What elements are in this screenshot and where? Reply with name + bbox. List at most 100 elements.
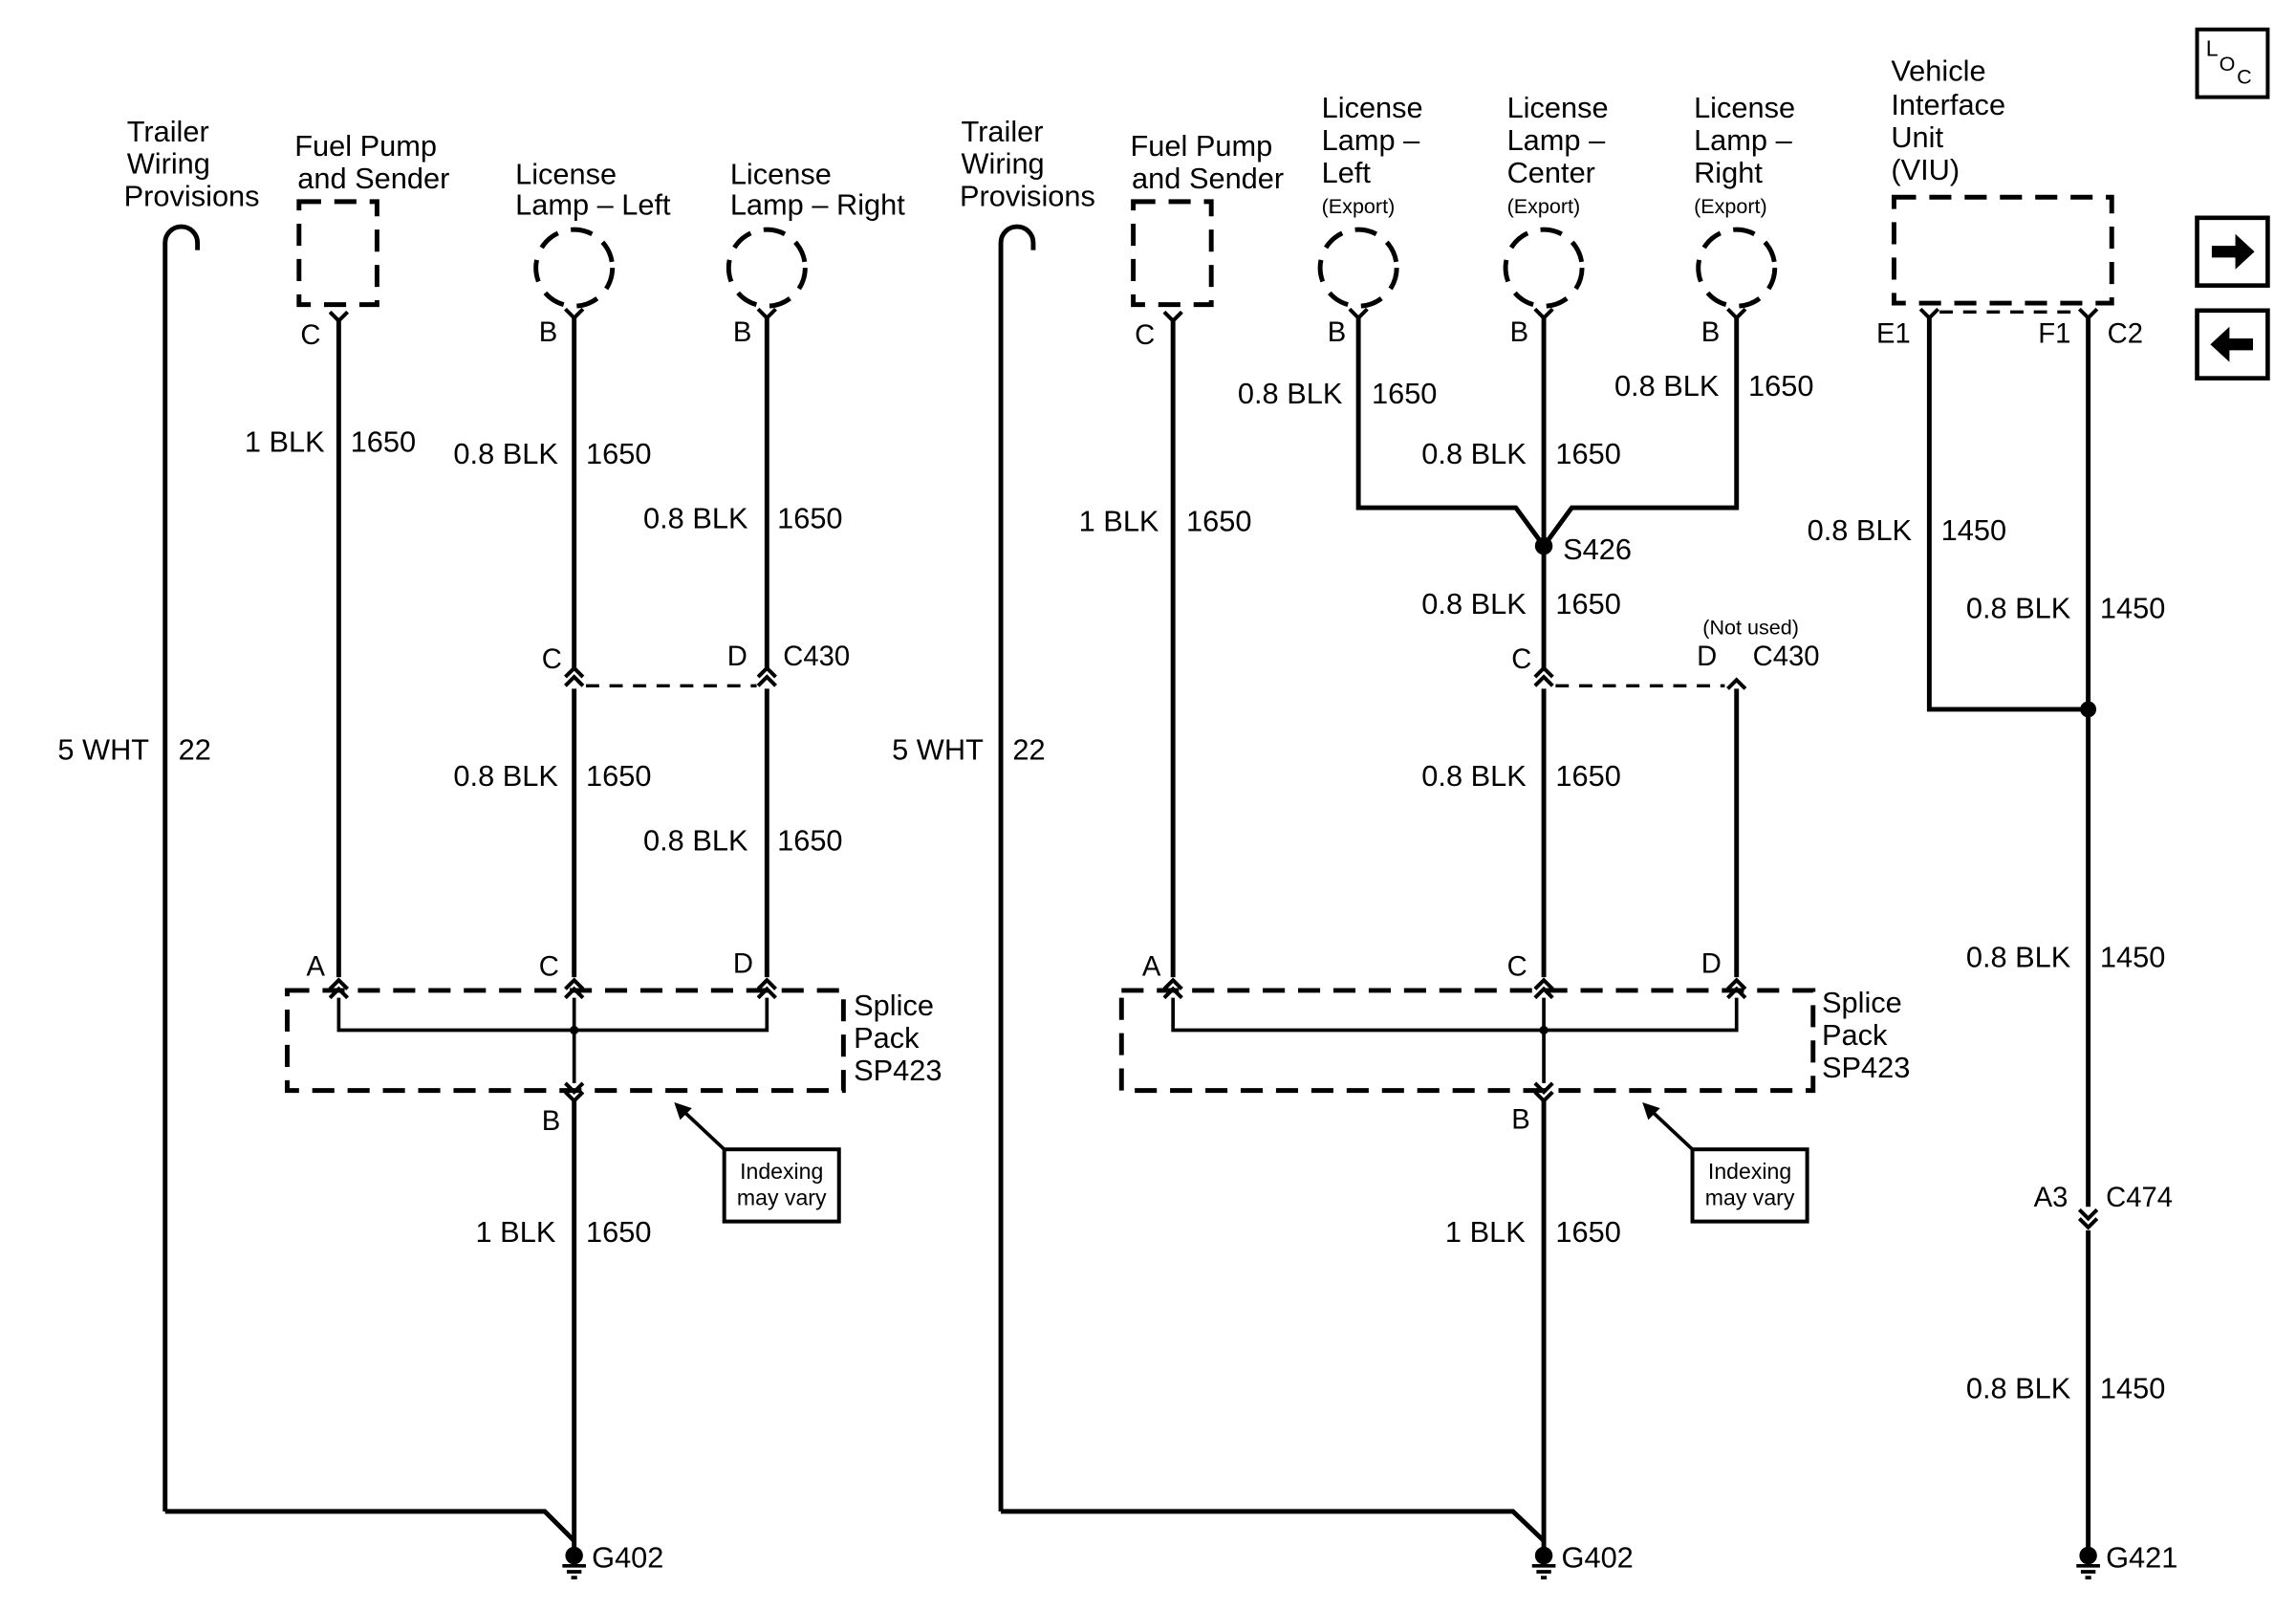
middle-panel: Trailer Wiring Provisions Fuel Pump and … (892, 91, 1910, 1579)
wire-size: 0.8 BLK (1421, 587, 1527, 620)
vehicle-interface-unit (1891, 194, 2114, 306)
splice-label-2: Pack (854, 1021, 920, 1055)
connector-label-c430: C430 (783, 642, 850, 672)
pin-label: D (727, 642, 747, 672)
wire-circuit: 1450 (1941, 513, 2006, 547)
trailer-wiring-label-2: Wiring (127, 147, 210, 181)
viu-label-2: Interface (1891, 88, 2005, 121)
c430-pin-d (1726, 677, 1747, 690)
wire-size: 5 WHT (892, 732, 984, 766)
splice-pin-c (1533, 977, 1554, 1000)
fuel-pump-component (1131, 199, 1214, 308)
wire-size: 0.8 BLK (643, 824, 748, 858)
wire-circuit: 1650 (586, 1215, 651, 1249)
splice-bus (336, 997, 769, 1083)
splice-label-3: SP423 (854, 1054, 942, 1087)
not-used-label: (Not used) (1702, 615, 1799, 639)
wire-size: 0.8 BLK (453, 437, 558, 470)
pin-label: C (1511, 644, 1531, 675)
splice-pin-d (756, 977, 777, 1000)
left-arrow-icon (2210, 326, 2254, 362)
wire-circuit: 1650 (351, 425, 416, 459)
wire-circuit: 22 (1012, 732, 1045, 766)
splice-pack-sp423 (285, 988, 846, 1094)
splice-pin-a (1162, 977, 1183, 1000)
wire-size: 0.8 BLK (1614, 369, 1720, 402)
forward-button[interactable] (2195, 215, 2270, 288)
connector-pin (1533, 307, 1554, 321)
trailer-wiring-label-3: Provisions (960, 180, 1095, 213)
wire-circuit: 1450 (2100, 940, 2165, 973)
loc-letter-o: O (2220, 52, 2236, 76)
right-arrow-icon (2211, 233, 2255, 270)
license-lamp-left-symbol (533, 227, 616, 309)
fuel-pump-component (296, 199, 379, 308)
ground-g421-node (2079, 1546, 2097, 1565)
wire-circuit: 1450 (2100, 592, 2165, 625)
viu-label-3: Unit (1891, 120, 1943, 154)
pin-label: C2 (2108, 319, 2143, 350)
fuel-pump-label-1: Fuel Pump (294, 129, 437, 163)
connector-pin (756, 307, 777, 321)
license-lamp-right-symbol (1696, 227, 1778, 309)
wire-size: 1 BLK (1445, 1215, 1526, 1249)
trailer-wiring-label-1: Trailer (127, 115, 209, 148)
export-label: (Export) (1322, 194, 1396, 218)
wire-size: 0.8 BLK (1421, 759, 1527, 793)
left-panel: Trailer Wiring Provisions Fuel Pump and … (57, 115, 942, 1579)
splice-label-s426: S426 (1563, 533, 1632, 566)
wire-circuit: 1650 (1555, 759, 1620, 793)
pin-label: C (300, 320, 320, 351)
license-lamp-center-label-2: Lamp – (1507, 123, 1607, 157)
pin-label: C (539, 952, 559, 983)
wire-size: 0.8 BLK (1421, 437, 1527, 470)
export-label: (Export) (1694, 194, 1767, 218)
connector-pin (564, 307, 585, 321)
wire-circuit: 1450 (2100, 1371, 2165, 1404)
pin-label: B (539, 317, 558, 348)
pin-label: D (1701, 948, 1722, 979)
pin-label: B (1701, 317, 1721, 348)
wire-circuit: 1650 (777, 824, 842, 858)
wire-size: 0.8 BLK (1966, 592, 2071, 625)
indexing-note-box (722, 1147, 841, 1224)
fuel-pump-label-2: and Sender (1132, 162, 1284, 195)
license-lamp-center-symbol (1503, 227, 1585, 309)
wire-circuit: 1650 (1372, 377, 1437, 410)
splice-label-2: Pack (1822, 1018, 1888, 1052)
pin-label: C (1135, 320, 1155, 351)
license-lamp-left-label-1: License (515, 157, 617, 190)
ground-icon (562, 1563, 586, 1579)
back-button-frame[interactable] (2195, 308, 2270, 381)
license-lamp-center-label-1: License (1507, 91, 1609, 124)
loc-button[interactable]: L O C (2195, 27, 2270, 99)
export-label: (Export) (1507, 194, 1581, 218)
location-icon[interactable] (2195, 27, 2270, 99)
indexing-note-line-2: may vary (1705, 1186, 1795, 1210)
arrowhead (1642, 1101, 1660, 1120)
loc-letter-c: C (2237, 65, 2252, 89)
pin-label: B (1328, 317, 1346, 348)
ground-icon (2076, 1563, 2100, 1579)
license-lamp-left-label-1: License (1322, 91, 1423, 124)
splice-s426-node (1534, 536, 1553, 555)
back-button[interactable] (2195, 308, 2270, 381)
indexing-note-box (1690, 1147, 1809, 1224)
wire-size: 0.8 BLK (1966, 1371, 2071, 1404)
splice-pin-b (1533, 1081, 1554, 1104)
wire-size: 0.8 BLK (1808, 513, 1913, 547)
trailer-wiring-label-1: Trailer (962, 115, 1044, 148)
wire-circuit: 1650 (1555, 587, 1620, 620)
wire-size: 1 BLK (1079, 505, 1159, 538)
connector-label-c430: C430 (1753, 642, 1820, 672)
license-lamp-right-label-3: Right (1694, 156, 1763, 189)
ground-label-g402: G402 (592, 1540, 663, 1574)
viu-e1-wire (1926, 317, 2089, 712)
pin-label: B (1511, 1105, 1530, 1136)
fuel-pump-label-2: and Sender (297, 162, 449, 195)
lamp-left-wire (1355, 317, 1547, 548)
trailer-ground-wire (1001, 1509, 1546, 1543)
license-lamp-right-label-2: Lamp – (1694, 123, 1793, 157)
connector-pin (1348, 307, 1369, 321)
